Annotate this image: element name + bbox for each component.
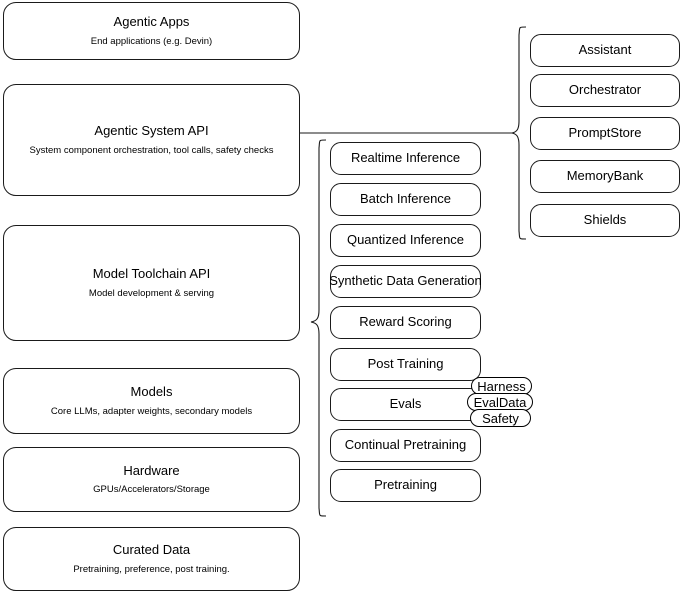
stack-layer-subtitle: Pretraining, preference, post training. [73,563,230,575]
stack-layer-title: Models [130,384,173,400]
toolchain-component-evals[interactable]: Evals [330,388,481,421]
toolchain-component-synthetic-data-generation[interactable]: Synthetic Data Generation [329,265,482,298]
stack-layer-hardware[interactable]: Hardware GPUs/Accelerators/Storage [3,447,300,512]
component-label: Batch Inference [359,191,452,207]
evals-subcomponent-evaldata[interactable]: EvalData [467,393,533,411]
component-label: Reward Scoring [359,314,452,330]
system-component-shields[interactable]: Shields [530,204,680,237]
stack-layer-model-toolchain-api[interactable]: Model Toolchain API Model development & … [3,225,300,341]
component-label: Evals [389,396,422,412]
stack-layer-title: Hardware [123,462,180,478]
toolchain-component-post-training[interactable]: Post Training [330,348,481,381]
component-label: Assistant [578,42,632,58]
toolchain-component-batch-inference[interactable]: Batch Inference [330,183,481,216]
stack-layer-curated-data[interactable]: Curated Data Pretraining, preference, po… [3,527,300,591]
component-label: Realtime Inference [350,150,461,166]
component-label: Shields [583,212,627,228]
evals-subcomponent-safety[interactable]: Safety [470,409,531,427]
stack-layer-title: Agentic System API [94,123,209,139]
component-label: Orchestrator [568,82,642,98]
stack-layer-subtitle: End applications (e.g. Devin) [90,35,213,47]
toolchain-component-reward-scoring[interactable]: Reward Scoring [330,306,481,339]
component-label: PromptStore [568,125,642,141]
system-component-memorybank[interactable]: MemoryBank [530,160,680,193]
stack-layer-models[interactable]: Models Core LLMs, adapter weights, secon… [3,368,300,434]
stack-layer-title: Agentic Apps [113,14,190,30]
bracket-toolchain-components [306,136,328,524]
system-component-promptstore[interactable]: PromptStore [530,117,680,150]
stack-layer-title: Model Toolchain API [92,266,211,282]
stack-layer-subtitle: System component orchestration, tool cal… [29,144,274,156]
stack-layer-agentic-system-api[interactable]: Agentic System API System component orch… [3,84,300,196]
stack-layer-title: Curated Data [112,542,191,558]
component-label: MemoryBank [566,168,644,184]
component-label: Pretraining [374,477,437,493]
toolchain-component-realtime-inference[interactable]: Realtime Inference [330,142,481,175]
component-label: Synthetic Data Generation [329,273,482,289]
stack-layer-subtitle: Core LLMs, adapter weights, secondary mo… [50,405,253,417]
evals-subcomponent-harness[interactable]: Harness [471,377,532,395]
component-label: Post Training [367,356,444,372]
system-component-assistant[interactable]: Assistant [530,34,680,67]
system-component-orchestrator[interactable]: Orchestrator [530,74,680,107]
toolchain-component-pretraining[interactable]: Pretraining [330,469,481,502]
toolchain-component-continual-pretraining[interactable]: Continual Pretraining [330,429,481,462]
component-label: Continual Pretraining [344,437,467,453]
bracket-system-components [508,24,528,244]
connector-system-api-to-components [300,126,516,142]
component-label: Quantized Inference [346,232,465,248]
stack-layer-agentic-apps[interactable]: Agentic Apps End applications (e.g. Devi… [3,2,300,60]
stack-layer-subtitle: GPUs/Accelerators/Storage [93,484,210,496]
stack-layer-subtitle: Model development & serving [88,287,215,299]
toolchain-component-quantized-inference[interactable]: Quantized Inference [330,224,481,257]
